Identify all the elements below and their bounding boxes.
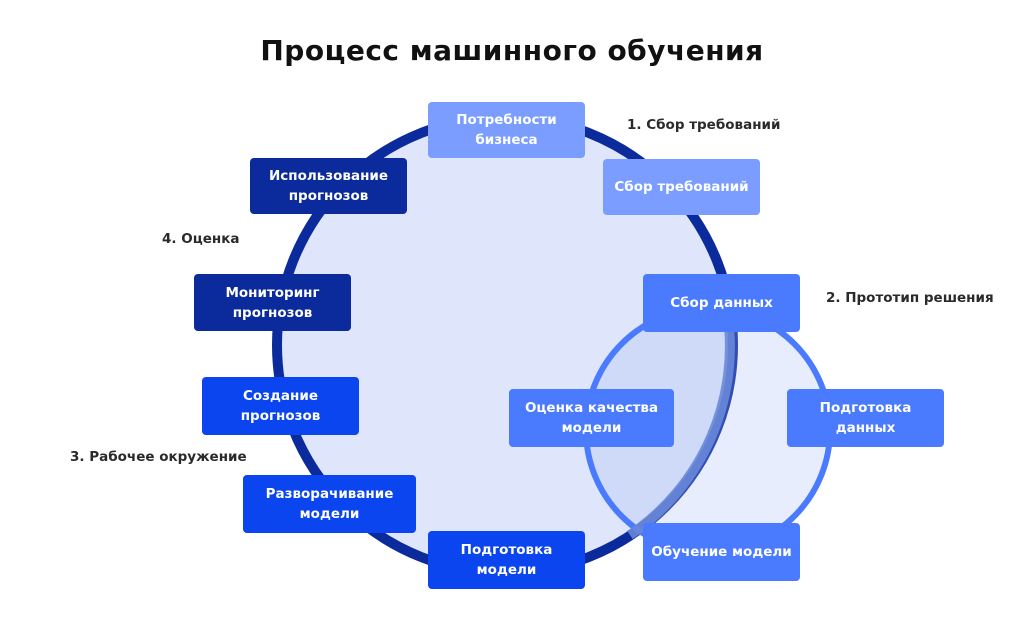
node-train-model: Обучение модели [643,523,800,581]
node-prepare-data: Подготовка данных [787,389,944,447]
node-create-predictions: Создание прогнозов [202,377,359,435]
stage-label-3: 3. Рабочее окружение [70,449,247,465]
stage-label-4: 4. Оценка [162,231,240,247]
node-deploy-model: Разворачивание модели [243,475,416,533]
stage-label-2: 2. Прототип решения [826,290,994,306]
stage-label-1: 1. Сбор требований [627,117,781,133]
node-requirements: Сбор требований [603,159,760,215]
node-prepare-model: Подготовка модели [428,531,585,589]
node-business-needs: Потребности бизнеса [428,102,585,158]
diagram-title: Процесс машинного обучения [260,34,764,67]
node-monitoring: Мониторинг прогнозов [194,274,351,331]
node-use-predictions: Использование прогнозов [250,158,407,214]
node-collect-data: Сбор данных [643,274,800,332]
outer-ring-overlap [627,309,735,540]
node-evaluate-model: Оценка качества модели [509,389,674,447]
